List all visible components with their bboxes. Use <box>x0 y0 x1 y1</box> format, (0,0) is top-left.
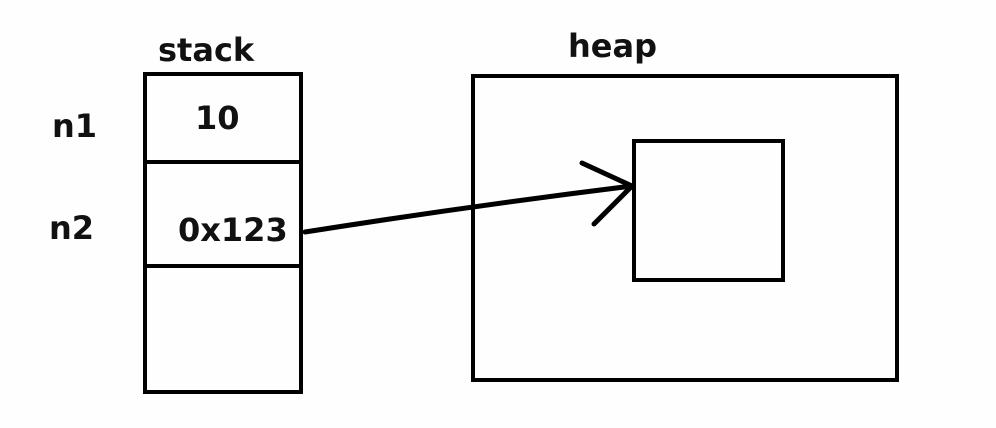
heap-title: heap <box>568 27 657 65</box>
reference-arrowhead <box>579 160 635 227</box>
stack-cell-value-n2: 0x123 <box>178 211 288 249</box>
stack-box <box>143 72 303 394</box>
variable-label-n1: n1 <box>52 107 98 145</box>
heap-box <box>471 74 899 382</box>
stack-cell-value-n1: 10 <box>195 99 240 137</box>
heap-object-box <box>632 139 785 282</box>
stack-title: stack <box>158 31 255 69</box>
reference-arrow-line <box>302 183 635 235</box>
variable-label-n2: n2 <box>49 209 95 247</box>
